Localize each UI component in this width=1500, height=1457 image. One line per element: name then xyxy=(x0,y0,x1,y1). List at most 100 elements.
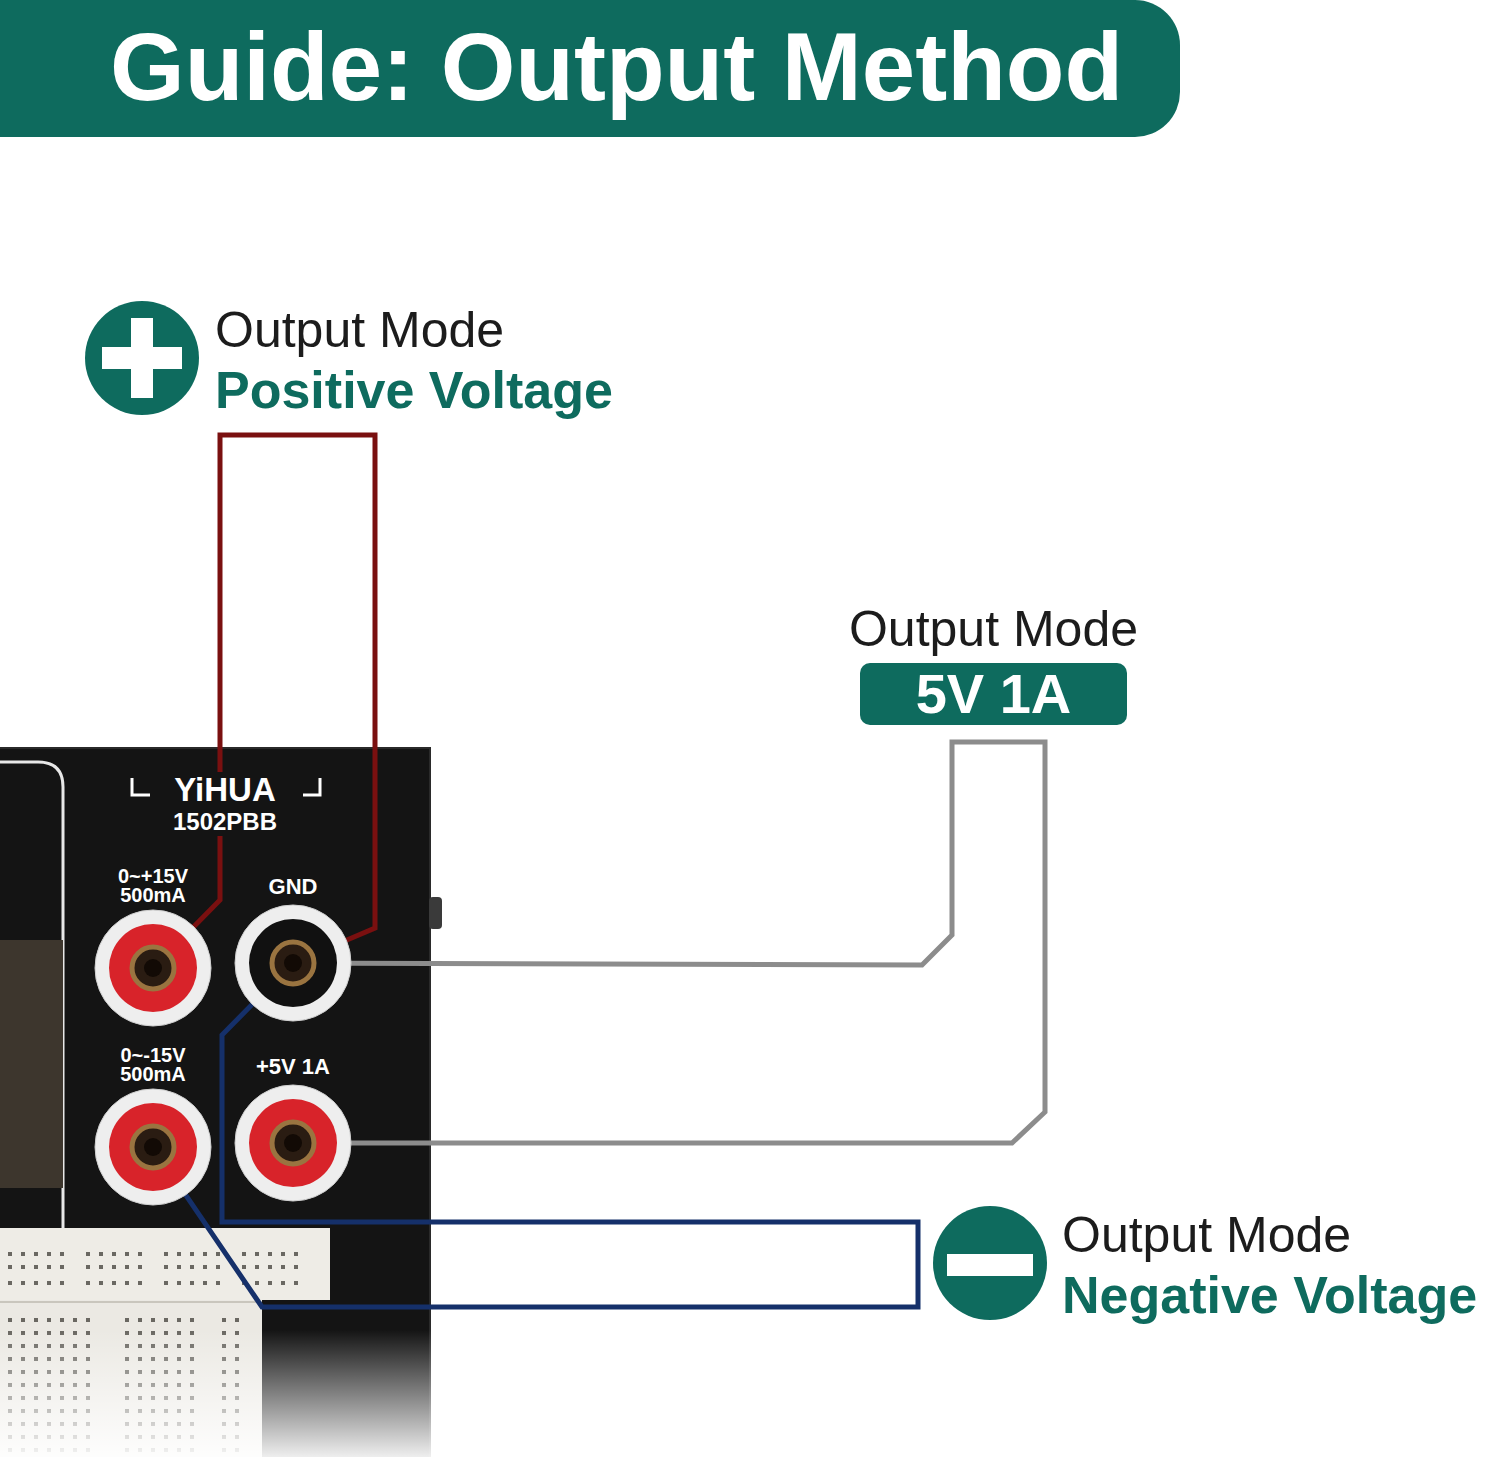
breadboard-hole xyxy=(242,1252,246,1256)
breadboard-hole xyxy=(203,1265,207,1269)
breadboard-hole xyxy=(125,1281,129,1285)
plus-icon-bar xyxy=(131,318,153,398)
breadboard-hole xyxy=(34,1318,38,1322)
mode-name: Positive Voltage xyxy=(215,360,613,420)
breadboard-hole xyxy=(99,1252,103,1256)
title-banner xyxy=(0,0,1180,137)
jack-contact xyxy=(272,1122,314,1164)
breadboard-hole xyxy=(190,1318,194,1322)
breadboard-hole xyxy=(268,1265,272,1269)
power-supply-panel: YiHUA1502PBB 0~+15V 500mA GND 0~-15V 500mA +… xyxy=(0,748,430,1457)
breadboard-hole xyxy=(60,1252,64,1256)
breadboard-hole xyxy=(203,1252,207,1256)
breadboard-hole xyxy=(164,1252,168,1256)
terminal-label: 0~+15V 500mA xyxy=(118,867,188,905)
breadboard-strip xyxy=(0,1228,330,1300)
breadboard-hole xyxy=(125,1318,129,1322)
jack-body xyxy=(249,919,337,1007)
jack-ring xyxy=(235,1085,351,1201)
breadboard-hole xyxy=(34,1281,38,1285)
breadboard-hole xyxy=(86,1265,90,1269)
breadboard-hole xyxy=(112,1265,116,1269)
breadboard-hole xyxy=(60,1265,64,1269)
breadboard-hole xyxy=(138,1252,142,1256)
jack-socket xyxy=(233,1083,353,1203)
logo-bracket xyxy=(132,778,150,795)
breadboard-hole xyxy=(112,1281,116,1285)
breadboard-hole xyxy=(177,1252,181,1256)
breadboard-hole xyxy=(138,1265,142,1269)
mode-heading: Output Mode xyxy=(1062,1205,1477,1265)
breadboard-hole xyxy=(255,1265,259,1269)
breadboard-hole xyxy=(203,1281,207,1285)
lcd-screen xyxy=(0,940,63,1188)
mode-badge: Output Mode5V 1A xyxy=(860,663,1127,725)
mode-name: Negative Voltage xyxy=(1062,1265,1477,1325)
jack-ring xyxy=(235,905,351,1021)
breadboard-hole xyxy=(99,1265,103,1269)
jack-ring xyxy=(95,910,211,1026)
breadboard-hole xyxy=(268,1281,272,1285)
breadboard-edge xyxy=(0,1301,262,1303)
jack-hole xyxy=(284,1134,302,1152)
breadboard-hole xyxy=(21,1318,25,1322)
breadboard-hole xyxy=(190,1265,194,1269)
breadboard-hole xyxy=(177,1265,181,1269)
breadboard-hole xyxy=(177,1318,181,1322)
jack-body xyxy=(109,924,197,1012)
breadboard-hole xyxy=(177,1281,181,1285)
breadboard-hole xyxy=(86,1281,90,1285)
mode-name: 5V 1A xyxy=(916,663,1072,725)
jack-contact xyxy=(132,1126,174,1168)
test-lead-wire xyxy=(186,1004,918,1307)
breadboard-hole xyxy=(8,1281,12,1285)
breadboard-hole xyxy=(164,1265,168,1269)
brand-logo: YiHUA xyxy=(170,772,279,808)
breadboard-hole xyxy=(294,1281,298,1285)
terminal-label: GND xyxy=(269,875,318,899)
jack-body xyxy=(249,1099,337,1187)
breadboard-hole xyxy=(112,1252,116,1256)
breadboard-hole xyxy=(255,1252,259,1256)
breadboard-hole xyxy=(86,1318,90,1322)
banner-title: Guide: Output Method xyxy=(110,19,1123,115)
breadboard-hole xyxy=(255,1281,259,1285)
breadboard-hole xyxy=(164,1318,168,1322)
mode-callout: Output ModeNegative Voltage xyxy=(1062,1205,1477,1325)
terminal-label: 0~-15V 500mA xyxy=(120,1046,186,1084)
breadboard-hole xyxy=(222,1318,226,1322)
breadboard-hole xyxy=(281,1252,285,1256)
breadboard-hole xyxy=(151,1318,155,1322)
breadboard-hole xyxy=(47,1252,51,1256)
breadboard-hole xyxy=(281,1281,285,1285)
minus-icon-bar xyxy=(947,1254,1033,1276)
breadboard-hole xyxy=(235,1318,239,1322)
test-lead-wire xyxy=(351,742,1045,1143)
breadboard-hole xyxy=(294,1265,298,1269)
breadboard-hole xyxy=(138,1281,142,1285)
breadboard-hole xyxy=(34,1265,38,1269)
breadboard-hole xyxy=(34,1252,38,1256)
breadboard-hole xyxy=(138,1318,142,1322)
terminal-label: +5V 1A xyxy=(256,1055,330,1079)
minus-icon xyxy=(933,1206,1047,1320)
jack-contact xyxy=(272,942,314,984)
breadboard-hole xyxy=(216,1281,220,1285)
output-jack: 0~+15V 500mA xyxy=(93,908,213,1028)
model-number: 1502PBB xyxy=(169,808,281,836)
mode-heading: Output Mode xyxy=(215,300,613,360)
test-lead-wire xyxy=(194,435,375,940)
breadboard-hole xyxy=(21,1281,25,1285)
breadboard-hole xyxy=(73,1318,77,1322)
jack-body xyxy=(109,1103,197,1191)
mode-heading: Output Mode xyxy=(849,599,1138,659)
output-jack: 0~-15V 500mA xyxy=(93,1087,213,1207)
jack-hole xyxy=(144,959,162,977)
mode-callout: Output ModePositive Voltage xyxy=(215,300,613,420)
breadboard-hole xyxy=(47,1318,51,1322)
breadboard-hole xyxy=(8,1318,12,1322)
photo-fade xyxy=(0,1330,445,1457)
breadboard-hole xyxy=(281,1265,285,1269)
breadboard-hole xyxy=(21,1265,25,1269)
